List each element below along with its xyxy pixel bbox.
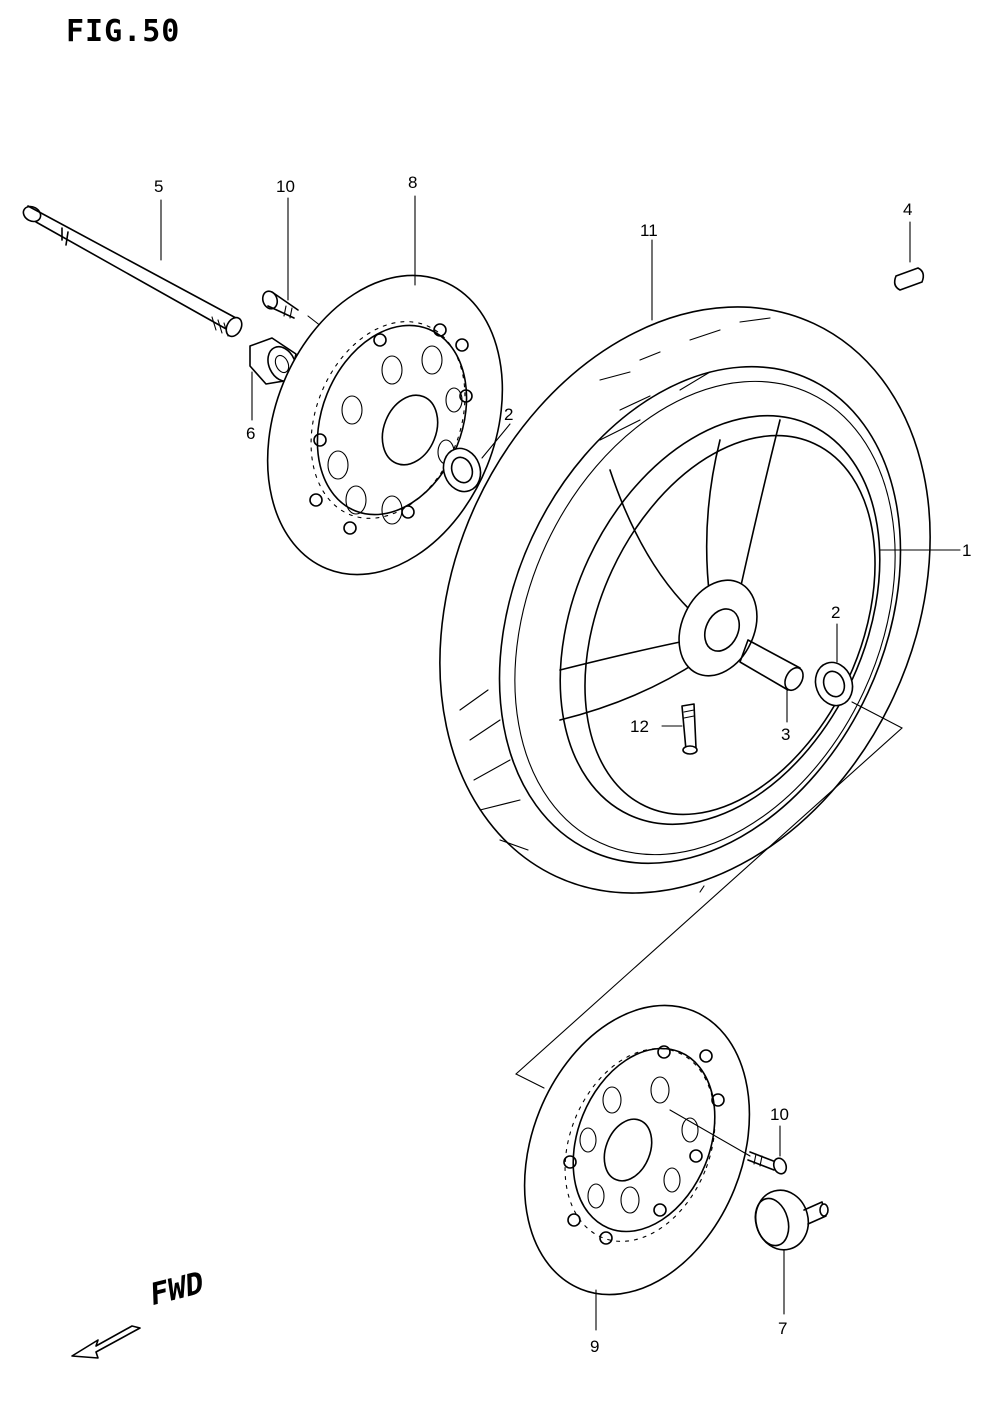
axle xyxy=(22,205,243,338)
callout-axle: 5 xyxy=(154,177,163,196)
tire xyxy=(439,306,931,894)
bolt-upper xyxy=(261,290,299,319)
callout-tire: 11 xyxy=(640,221,658,240)
callout-spacer: 3 xyxy=(781,725,790,744)
assembly-line xyxy=(515,701,903,1089)
spacer xyxy=(739,639,804,692)
callout-gearbox: 7 xyxy=(778,1319,787,1338)
assembly-tick xyxy=(699,885,705,893)
balancer xyxy=(893,267,925,291)
callout-wheel: 1 xyxy=(962,541,971,560)
leader-bearing-left xyxy=(481,423,511,459)
callout-bolt-lower: 10 xyxy=(770,1105,789,1124)
bearing-left xyxy=(442,447,482,493)
callout-disc-right: 9 xyxy=(590,1337,599,1356)
callout-bearing-left: 2 xyxy=(504,405,513,424)
speedometer-gearbox xyxy=(754,1189,829,1251)
callout-balancer: 4 xyxy=(903,200,912,219)
callout-valve: 12 xyxy=(630,717,649,736)
figure-title: FIG.50 xyxy=(66,14,181,49)
callout-collar: 6 xyxy=(246,424,255,443)
callout-disc-left: 8 xyxy=(408,173,417,192)
fwd-arrow-icon xyxy=(71,1325,141,1359)
callout-bolt-upper: 10 xyxy=(276,177,295,196)
callout-bearing-right: 2 xyxy=(831,603,840,622)
bearing-right xyxy=(814,661,854,707)
valve xyxy=(681,703,698,755)
brake-disc-right xyxy=(523,1004,751,1296)
brake-disc-left xyxy=(266,274,504,576)
bolt-lower xyxy=(669,1109,788,1175)
